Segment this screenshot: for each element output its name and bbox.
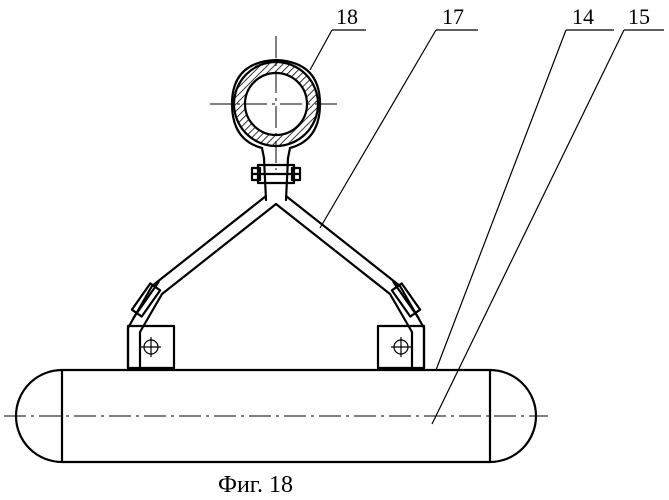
figure-caption: Фиг. 18 (218, 472, 293, 498)
hanger-straps (128, 196, 424, 368)
vessel-body (4, 370, 548, 462)
pipe-section (210, 36, 342, 170)
leader-lines (310, 30, 664, 424)
label-14: 14 (572, 4, 594, 29)
label-15: 15 (628, 4, 650, 29)
mounting-lug-left (128, 326, 174, 368)
label-17: 17 (442, 4, 464, 29)
label-18: 18 (336, 4, 358, 29)
mounting-lug-right (378, 326, 424, 368)
